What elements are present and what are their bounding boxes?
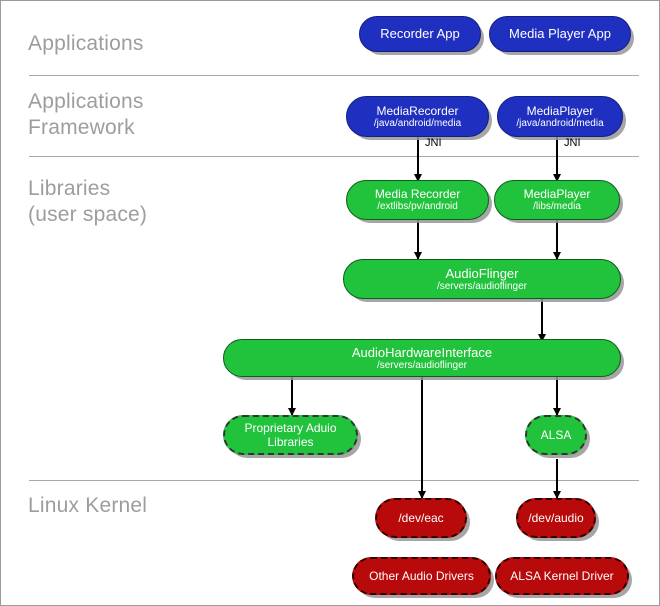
node-audiohardwareinterface[interactable]: AudioHardwareInterface /servers/audiofli… [223,339,621,377]
node-audiohardwareinterface-title: AudioHardwareInterface [351,344,493,360]
node-mediarecorder-framework-title: MediaRecorder [376,103,459,118]
arrow-mediaplayer-fw-to-lib [556,137,558,181]
arrow-audiohw-to-alsa [556,375,558,415]
separator-linux-kernel [29,480,639,481]
node-mediaplayer-framework-title: MediaPlayer [526,103,594,118]
node-mediaplayer-library-path: /libs/media [533,201,581,212]
arrow-audioflinger-to-audiohardwareinterface [541,299,543,341]
edge-label-jni-left: JNI [425,137,442,149]
node-proprietary-audio-libraries-title: Proprietary Aduio [244,421,337,435]
node-audioflinger-path: /servers/audioflinger [436,280,528,292]
layer-label-applications-framework: Applications Framework [28,90,144,139]
node-alsa-kernel-driver-title: ALSA Kernel Driver [510,569,614,583]
edge-label-jni-right: JNI [564,137,581,149]
node-dev-eac-title: /dev/eac [398,511,444,525]
arrow-audiohw-to-dev-eac [421,375,423,498]
arrow-alsa-to-dev-audio [556,459,558,498]
layer-label-libraries: Libraries (user space) [28,177,148,226]
node-media-player-app[interactable]: Media Player App [489,16,631,52]
node-alsa-kernel-driver[interactable]: ALSA Kernel Driver [495,557,629,595]
node-dev-audio[interactable]: /dev/audio [516,498,596,538]
arrow-mediarecorder-lib-to-audioflinger [417,219,419,259]
node-mediarecorder-framework[interactable]: MediaRecorder /java/android/media [346,96,489,137]
node-mediaplayer-library[interactable]: MediaPlayer /libs/media [494,180,620,220]
node-proprietary-audio-libraries[interactable]: Proprietary Aduio Libraries [223,415,358,455]
node-audiohardwareinterface-path: /servers/audioflinger [376,359,468,371]
node-audioflinger-title: AudioFlinger [445,265,519,281]
layer-label-applications: Applications [28,32,144,55]
layer-label-linux-kernel: Linux Kernel [28,494,148,517]
node-media-recorder-library-path: /extlibs/pv/android [377,201,458,212]
node-audioflinger[interactable]: AudioFlinger /servers/audioflinger [343,259,621,299]
node-mediaplayer-framework-path: /java/android/media [516,117,604,129]
arrow-mediaplayer-lib-to-audioflinger [556,219,558,259]
separator-applications-framework [29,156,639,157]
arrow-audiohw-to-proprietary-libraries [291,375,293,415]
node-media-recorder-library-title: Media Recorder [374,187,461,201]
node-mediaplayer-library-title: MediaPlayer [523,187,591,201]
node-dev-audio-title: /dev/audio [528,511,584,525]
node-recorder-app-title: Recorder App [380,26,460,41]
separator-applications [29,75,639,76]
node-proprietary-audio-libraries-subtitle: Libraries [267,435,314,449]
node-alsa-title: ALSA [540,428,572,442]
node-media-recorder-library[interactable]: Media Recorder /extlibs/pv/android [346,180,489,220]
node-mediarecorder-framework-path: /java/android/media [373,117,462,129]
node-media-player-app-title: Media Player App [509,26,611,41]
arrow-mediarecorder-fw-to-lib [417,137,419,181]
node-dev-eac[interactable]: /dev/eac [375,498,467,538]
node-other-audio-drivers[interactable]: Other Audio Drivers [352,557,491,595]
node-other-audio-drivers-title: Other Audio Drivers [369,569,474,583]
node-alsa[interactable]: ALSA [525,415,587,455]
node-mediaplayer-framework[interactable]: MediaPlayer /java/android/media [497,96,623,137]
node-recorder-app[interactable]: Recorder App [359,16,481,52]
